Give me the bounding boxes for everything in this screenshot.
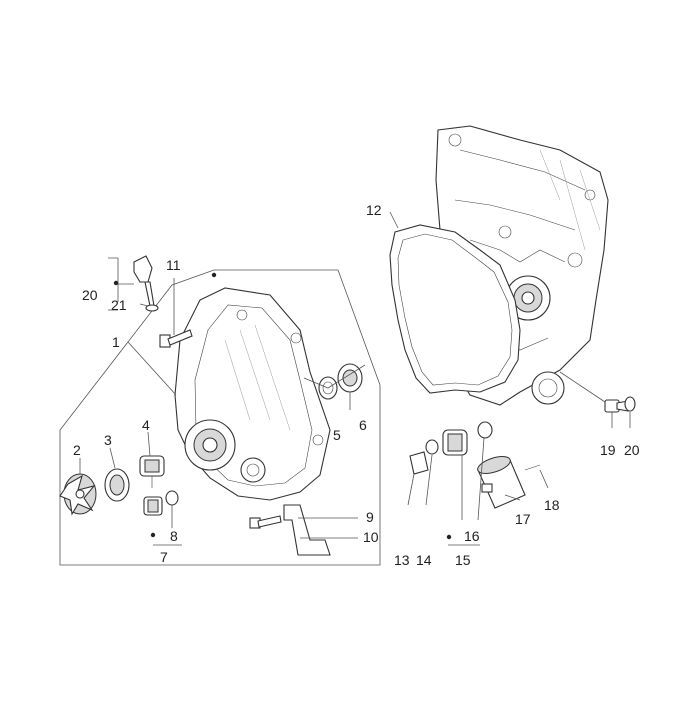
o-ring [477, 421, 493, 439]
clutch-side-cover [174, 287, 331, 501]
callout-21: 21 [111, 297, 127, 313]
sensor-washer [624, 396, 636, 412]
callout-9: 9 [366, 509, 374, 525]
callout-labels: 1 2 3 4 5 6 7 8 9 10 11 12 13 14 15 16 1… [73, 202, 640, 568]
pump-shaft-bearing [139, 455, 165, 488]
oil-drain-bolt [409, 451, 429, 475]
water-pump-impeller [59, 473, 97, 516]
callout-10: 10 [363, 529, 379, 545]
screw [159, 329, 193, 348]
callout-4: 4 [142, 417, 150, 433]
callout-16: 16 [464, 528, 480, 544]
bullet-dot [113, 280, 119, 286]
callout-5: 5 [333, 427, 341, 443]
sealing-washer [425, 439, 439, 455]
bullet-dot [211, 272, 217, 278]
callout-2: 2 [73, 442, 81, 458]
bullet-dot [446, 534, 452, 540]
callout-6: 6 [359, 417, 367, 433]
bullet-dot [150, 532, 156, 538]
callout-20-left: 20 [82, 287, 98, 303]
callout-11: 11 [166, 257, 181, 273]
callout-12: 12 [366, 202, 382, 218]
oil-filter [477, 456, 541, 509]
bracket [283, 504, 331, 556]
callout-7: 7 [160, 549, 168, 565]
callout-18: 18 [544, 497, 560, 513]
callout-14: 14 [416, 552, 432, 568]
bracket-screw [249, 515, 282, 529]
callout-15: 15 [455, 552, 471, 568]
pump-seal [104, 468, 130, 502]
callout-20-right: 20 [624, 442, 640, 458]
callout-17: 17 [515, 511, 531, 527]
temperature-sensor [604, 399, 629, 413]
callout-8: 8 [170, 528, 178, 544]
leader-lines [79, 211, 631, 546]
bushing [337, 363, 363, 393]
dipstick [133, 255, 159, 312]
callout-19: 19 [600, 442, 616, 458]
callout-13: 13 [394, 552, 410, 568]
callout-3: 3 [104, 432, 112, 448]
drain-plug [143, 496, 163, 516]
callout-1: 1 [112, 334, 120, 350]
o-ring [165, 490, 179, 506]
oil-filter-strainer [442, 429, 468, 456]
